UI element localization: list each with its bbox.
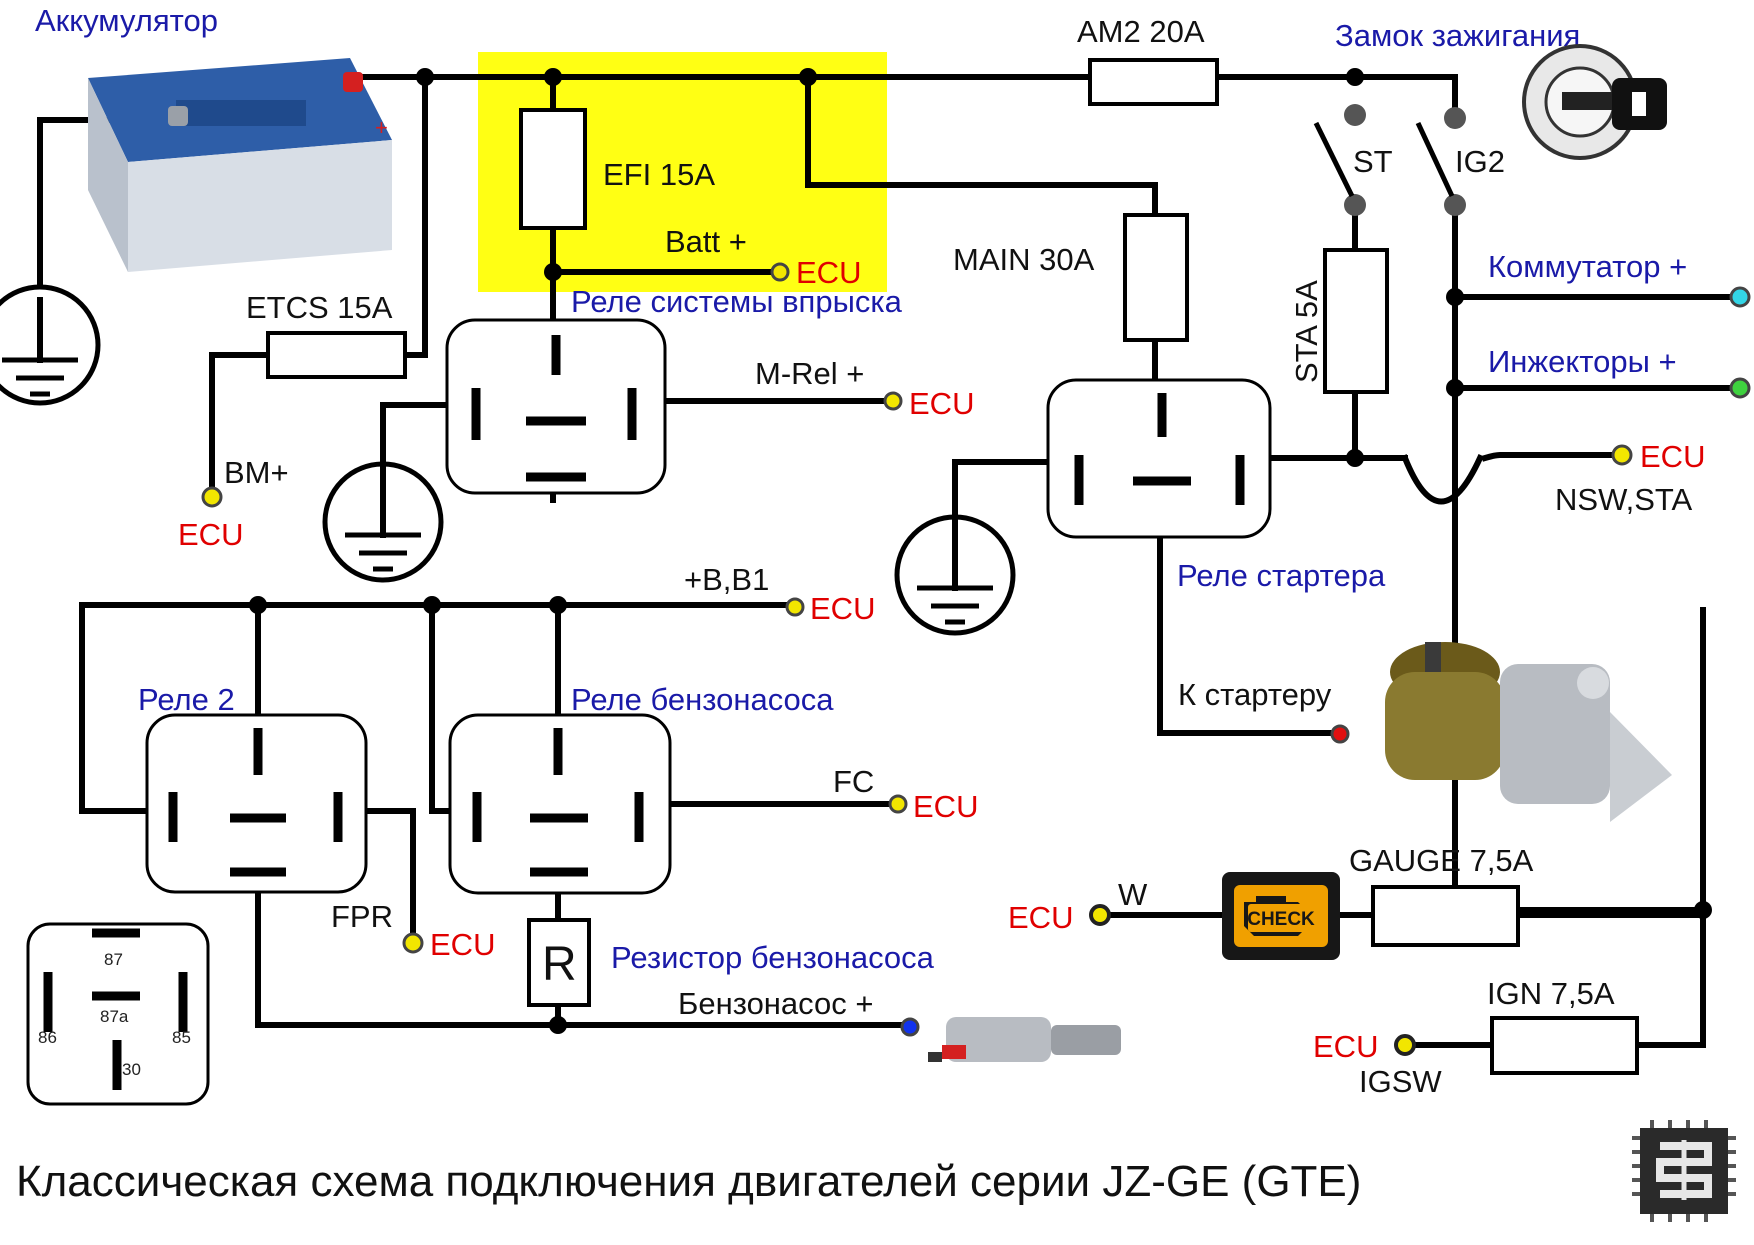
to-starter-label: К стартеру <box>1178 677 1332 712</box>
check-engine-lamp <box>1222 872 1340 960</box>
fuse-ign <box>1490 1016 1639 1075</box>
fpr-signal-label: FPR <box>331 899 393 934</box>
pin-87-label: 87 <box>104 950 123 969</box>
ecu-mrel-label: ECU <box>909 386 974 421</box>
fuse-sta-label: STA 5A <box>1289 280 1324 383</box>
efi-relay <box>445 318 667 495</box>
fuse-gauge-label: GAUGE 7,5A <box>1349 843 1534 878</box>
fuel-pump-resistor-label: Резистор бензонасоса <box>611 940 935 975</box>
ignition-switch-label: Замок зажигания <box>1335 18 1580 53</box>
svg-text:+: + <box>375 115 388 140</box>
battery-label: Аккумулятор <box>35 3 218 38</box>
fuel-pump-icon <box>928 1017 1121 1062</box>
fuse-gauge <box>1371 885 1520 947</box>
terminals <box>201 262 1751 1056</box>
fuel-pump-resistor <box>527 918 591 1007</box>
fuse-etcs <box>266 331 407 379</box>
ecu-b-b1-label: ECU <box>810 591 875 626</box>
fuel-pump-relay <box>448 713 672 895</box>
junctions <box>249 68 1712 1034</box>
battery-ground-icon <box>0 284 101 406</box>
relay-pinout-diagram <box>26 922 210 1106</box>
check-lamp-text: CHECK <box>1247 909 1315 930</box>
chip-logo <box>1632 1120 1736 1222</box>
resistor-symbol: R <box>542 938 577 991</box>
fuse-efi-label: EFI 15A <box>603 157 715 192</box>
ecu-igsw-label: ECU <box>1313 1029 1378 1064</box>
fuel-pump-signal-label: Бензонасос + <box>678 986 873 1021</box>
fc-signal-label: FC <box>833 764 874 799</box>
battery-icon: + <box>88 58 392 272</box>
relay-2-label: Реле 2 <box>138 682 235 717</box>
ignition-key-icon <box>1522 44 1667 160</box>
fuse-main <box>1123 213 1189 342</box>
starter-relay <box>1046 378 1272 539</box>
pin-87a-label: 87a <box>100 1007 129 1026</box>
fuse-ign-label: IGN 7,5A <box>1487 976 1615 1011</box>
b-b1-signal-label: +B,B1 <box>684 562 769 597</box>
pin-85-label: 85 <box>172 1028 191 1047</box>
mrel-signal-label: M-Rel + <box>755 356 864 391</box>
commutator-label: Коммутатор + <box>1488 249 1687 284</box>
fuse-sta <box>1323 248 1389 394</box>
switch-ig2-label: IG2 <box>1455 144 1505 179</box>
fuse-etcs-label: ETCS 15A <box>246 290 393 325</box>
ecu-w-label: ECU <box>1008 900 1073 935</box>
w-signal-label: W <box>1118 877 1148 912</box>
fuse-main-label: MAIN 30A <box>953 242 1095 277</box>
efi-relay-label: Реле системы впрыска <box>571 284 903 319</box>
starter-relay-ground-icon <box>894 514 1016 636</box>
diagram-title: Классическая схема подключения двигателе… <box>16 1157 1361 1206</box>
efi-relay-ground-icon <box>322 452 444 583</box>
starter-motor-icon <box>1385 642 1672 822</box>
fuse-am2 <box>1088 58 1219 106</box>
batt-signal-label: Batt + <box>665 224 747 259</box>
igsw-signal-label: IGSW <box>1359 1064 1442 1099</box>
pin-86-label: 86 <box>38 1028 57 1047</box>
fuse-am2-label: AM2 20A <box>1077 14 1205 49</box>
nsw-sta-label: NSW,STA <box>1555 482 1693 517</box>
fuel-pump-relay-label: Реле бензонасоса <box>571 682 834 717</box>
ignition-switch-contacts <box>1313 104 1466 216</box>
ecu-batt-label: ECU <box>796 255 861 290</box>
ecu-bm-label: ECU <box>178 517 243 552</box>
starter-relay-label: Реле стартера <box>1177 558 1386 593</box>
ecu-fc-label: ECU <box>913 789 978 824</box>
fuse-efi <box>519 108 587 230</box>
relay-2 <box>145 713 368 894</box>
switch-st-label: ST <box>1353 144 1393 179</box>
ecu-fpr-label: ECU <box>430 927 495 962</box>
injectors-label: Инжекторы + <box>1488 344 1677 379</box>
ecu-nsw-label: ECU <box>1640 439 1705 474</box>
pin-30-label: 30 <box>122 1060 141 1079</box>
bm-signal-label: BM+ <box>224 455 289 490</box>
